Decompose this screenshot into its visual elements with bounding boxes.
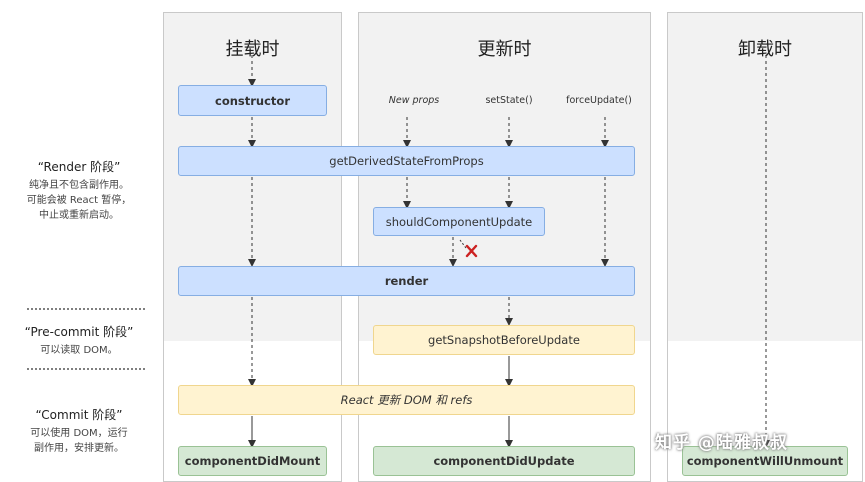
phase-precommit-desc-line: 可以读取 DOM。 [40, 345, 118, 356]
node-will-unmount: componentWillUnmount [682, 446, 848, 476]
node-should-update: shouldComponentUpdate [373, 207, 545, 236]
phase-render-desc-line: 中止或重新启动。 [39, 210, 119, 221]
unmount-column-title: 卸载时 [738, 39, 792, 60]
trigger-force-update: forceUpdate() [566, 95, 632, 106]
phase-render-title: “Render 阶段” [37, 160, 121, 174]
node-constructor: constructor [178, 85, 327, 116]
arrow-should-cancel [459, 239, 467, 249]
node-render: render [178, 266, 635, 296]
node-did-mount: componentDidMount [178, 446, 327, 476]
phase-render-desc-line: 可能会被 React 暂停， [26, 195, 132, 206]
phase-render-desc: 纯净且不包含副作用。 可能会被 React 暂停， 中止或重新启动。 [0, 178, 158, 223]
node-get-derived-state: getDerivedStateFromProps [178, 146, 635, 176]
node-did-update: componentDidUpdate [373, 446, 635, 476]
node-get-snapshot: getSnapshotBeforeUpdate [373, 325, 635, 355]
update-column-title: 更新时 [477, 39, 532, 60]
trigger-new-props: New props [388, 95, 440, 106]
node-react-update-dom: React 更新 DOM 和 refs [178, 385, 635, 415]
phase-precommit-desc: 可以读取 DOM。 [0, 343, 158, 358]
phase-render-desc-line: 纯净且不包含副作用。 [29, 180, 129, 191]
mount-column-title: 挂载时 [225, 39, 280, 60]
phase-commit-desc-line: 可以使用 DOM，运行 [30, 428, 128, 439]
phase-commit-desc: 可以使用 DOM，运行 副作用，安排更新。 [0, 426, 158, 456]
watermark: 知乎 @陆雅叔叔 [655, 433, 788, 453]
phase-commit-title: “Commit 阶段” [35, 408, 123, 422]
trigger-set-state: setState() [485, 95, 533, 106]
cancel-x-icon [465, 244, 478, 258]
phase-commit-desc-line: 副作用，安排更新。 [34, 443, 124, 454]
phase-precommit-title: “Pre-commit 阶段” [24, 325, 134, 339]
